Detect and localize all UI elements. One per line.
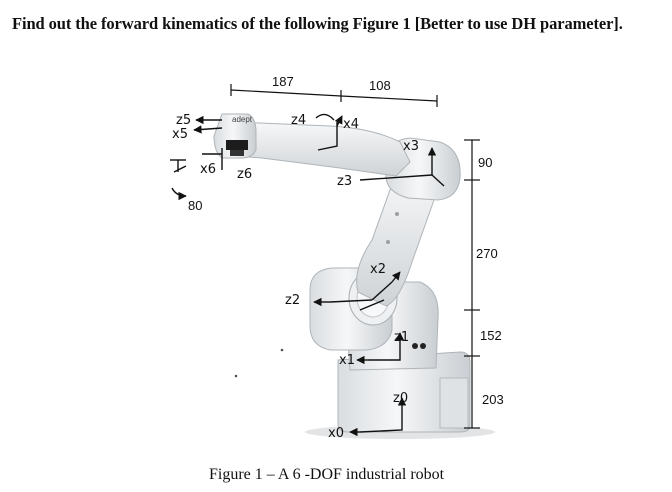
question-text: Find out the forward kinematics of the f…	[12, 14, 623, 33]
label-z1: z1	[394, 330, 409, 345]
dim-80: 80	[188, 198, 202, 213]
robot-body: adept	[213, 113, 495, 439]
label-x3: x3	[403, 139, 419, 154]
label-z4: z4	[291, 113, 306, 128]
dimension-lines	[230, 84, 480, 429]
brand-logo: adept	[232, 115, 253, 124]
dim-203: 203	[482, 392, 504, 407]
label-x4: x4	[343, 117, 359, 132]
label-x6: x6	[200, 162, 216, 177]
dim-187: 187	[272, 74, 294, 89]
dim-152: 152	[480, 328, 502, 343]
label-z5: z5	[176, 113, 191, 128]
label-z3: z3	[337, 174, 352, 189]
label-x2: x2	[370, 262, 386, 277]
label-x5: x5	[172, 127, 188, 142]
dim-270: 270	[476, 246, 498, 261]
dimension-labels: 187 108 90 270 152 203 80	[188, 74, 504, 407]
label-z2: z2	[285, 293, 300, 308]
figure-caption: Figure 1 – A 6 -DOF industrial robot	[209, 466, 445, 483]
coordinate-frames	[170, 113, 445, 437]
label-x0: x0	[328, 426, 344, 441]
label-z0: z0	[393, 391, 408, 406]
dim-90: 90	[478, 155, 492, 170]
frame-labels: z5 x5 x6 z6 z4 x4 x3 z3 x2 z2 z1 x1 z0 x…	[172, 113, 419, 441]
label-x1: x1	[339, 353, 355, 368]
label-z6: z6	[237, 167, 252, 182]
dim-108: 108	[369, 78, 391, 93]
